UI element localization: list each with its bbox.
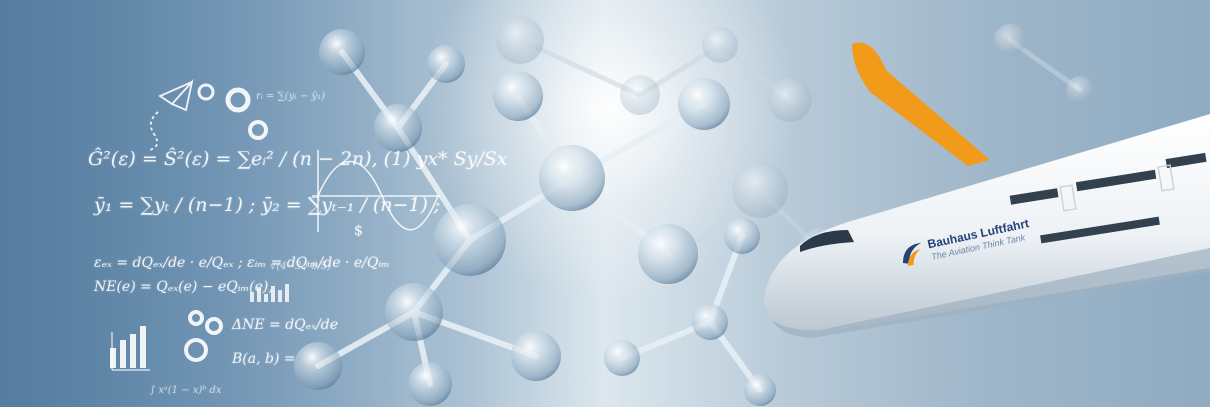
- aircraft: [764, 114, 1210, 338]
- formula-residual: rᵢ = ∑(yₜ − ȳ₁): [256, 91, 325, 102]
- mini-bar-graph-icon: [250, 284, 289, 302]
- formula-integral: ∫ xᵃ(1 − x)ᵇ dx: [150, 385, 222, 396]
- formula-variance: Ĝ²(ε) = Ŝ²(ε) = ∑eᵢ² / (n − 2n), (1) yx*…: [88, 148, 508, 170]
- formula-means: ȳ₁ = ∑yₜ / (n−1) ; ȳ₂ = ∑yₜ₋₁ / (n−1) ;: [94, 194, 441, 216]
- bar-chart-icon: [110, 326, 146, 368]
- gear-icon: [184, 310, 223, 362]
- formula-elasticity: εₑₓ = dQₑₓ/de · e/Qₑₓ ; εᵢₘ = dQᵢₘ/de · …: [94, 255, 390, 271]
- paper-plane-icon: [149, 78, 194, 151]
- formula-beta: B(a, b) =: [232, 351, 296, 367]
- formula-delta-ne: ΔNE = dQₑₓ/de: [232, 317, 339, 333]
- bauhaus-luftfahrt-logo: Bauhaus Luftfahrt The Aviation Think Tan…: [893, 203, 1059, 281]
- formula-net-export: NE(e) = Qₑₓ(e) − eQᵢₘ(e),: [94, 279, 273, 295]
- dollar-icon: $: [354, 223, 363, 239]
- bauhaus-luftfahrt-swirl-icon: [902, 242, 922, 267]
- ring-icon: [197, 83, 268, 140]
- formula-root: √(4−3 / 8/5): [270, 261, 332, 272]
